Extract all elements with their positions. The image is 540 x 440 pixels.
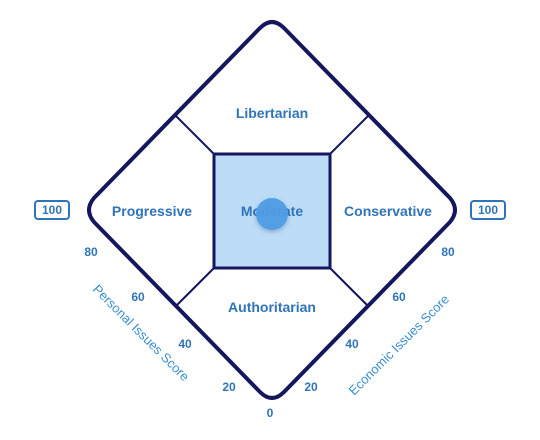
- region-label-right: Conservative: [344, 203, 432, 219]
- result-marker: [256, 198, 288, 230]
- economic-tick-40: 40: [345, 337, 359, 351]
- economic-tick-60: 60: [392, 290, 406, 304]
- region-label-bottom: Authoritarian: [228, 299, 316, 315]
- economic-tick-80: 80: [441, 245, 455, 259]
- region-label-top: Libertarian: [236, 105, 308, 121]
- personal-max-score: 100: [41, 203, 63, 217]
- divider-top-left: [175, 115, 215, 155]
- personal-tick-20: 20: [222, 380, 236, 394]
- personal-tick-60: 60: [131, 290, 145, 304]
- economic-max-score-box: 100: [470, 200, 506, 220]
- personal-tick-80: 80: [84, 245, 98, 259]
- economic-tick-20: 20: [304, 380, 318, 394]
- divider-bottom-left: [175, 267, 215, 307]
- divider-top-right: [329, 115, 369, 155]
- personal-max-score-box: 100: [34, 200, 70, 220]
- divider-bottom-right: [329, 267, 369, 307]
- personal-tick-40: 40: [178, 337, 192, 351]
- economic-max-score: 100: [477, 203, 499, 217]
- region-label-left: Progressive: [112, 203, 192, 219]
- origin-tick: 0: [267, 406, 274, 420]
